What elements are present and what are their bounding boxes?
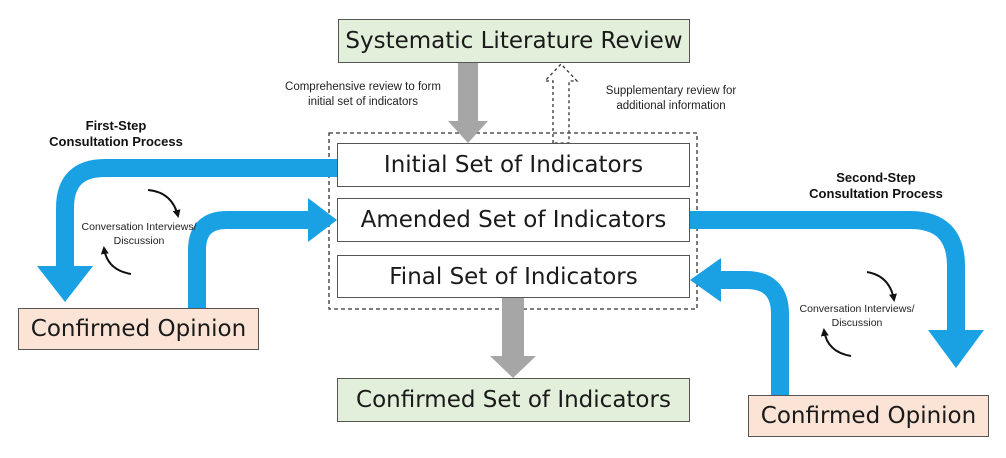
confirmed-opinion-right-box: Confirmed Opinion xyxy=(748,395,989,437)
second-step-outgoing-arrow xyxy=(690,211,984,368)
first-step-label-line1: First-Step xyxy=(85,118,147,133)
comprehensive-review-label-line1: Comprehensive review to form xyxy=(285,81,441,93)
supplementary-review-label-line1: Supplementary review for xyxy=(605,85,737,97)
conversation-label-right-line2: Discussion xyxy=(831,317,883,329)
second-step-label: Second-Step Consultation Process xyxy=(776,170,976,202)
amended-set-box: Amended Set of Indicators xyxy=(337,198,690,242)
comprehensive-review-arrow xyxy=(448,63,488,143)
supplementary-review-label: Supplementary review for additional info… xyxy=(586,84,756,114)
cycle-arrow-top-right xyxy=(866,271,897,302)
first-step-label: First-Step Consultation Process xyxy=(18,118,214,150)
conversation-label-right-line1: Conversation Interviews/ xyxy=(799,303,915,315)
conversation-label-left-line2: Discussion xyxy=(113,235,165,247)
second-step-label-line2: Consultation Process xyxy=(809,186,943,201)
conversation-label-left: Conversation Interviews/ Discussion xyxy=(64,220,214,248)
comprehensive-review-label-line2: initial set of indicators xyxy=(308,96,418,108)
confirmed-opinion-left-box: Confirmed Opinion xyxy=(18,308,259,350)
cycle-arrow-bottom-left xyxy=(100,246,132,275)
first-step-return-arrow xyxy=(188,198,337,308)
first-step-outgoing-arrow xyxy=(37,159,337,302)
initial-set-box: Initial Set of Indicators xyxy=(337,143,690,187)
conversation-label-left-line1: Conversation Interviews/ xyxy=(81,221,197,233)
confirmed-set-box: Confirmed Set of Indicators xyxy=(337,378,690,422)
second-step-return-arrow xyxy=(690,258,789,395)
cycle-arrow-bottom-right xyxy=(820,328,852,357)
comprehensive-review-label: Comprehensive review to form initial set… xyxy=(270,80,456,110)
systematic-literature-review-box: Systematic Literature Review xyxy=(338,19,690,63)
conversation-label-right: Conversation Interviews/ Discussion xyxy=(782,302,932,330)
supplementary-review-arrow xyxy=(543,63,579,144)
supplementary-review-label-line2: additional information xyxy=(616,100,726,112)
second-step-label-line1: Second-Step xyxy=(836,170,916,185)
final-set-box: Final Set of Indicators xyxy=(337,255,690,298)
final-to-confirmed-arrow xyxy=(490,298,536,378)
cycle-arrow-top-left xyxy=(147,189,181,218)
first-step-label-line2: Consultation Process xyxy=(49,134,183,149)
